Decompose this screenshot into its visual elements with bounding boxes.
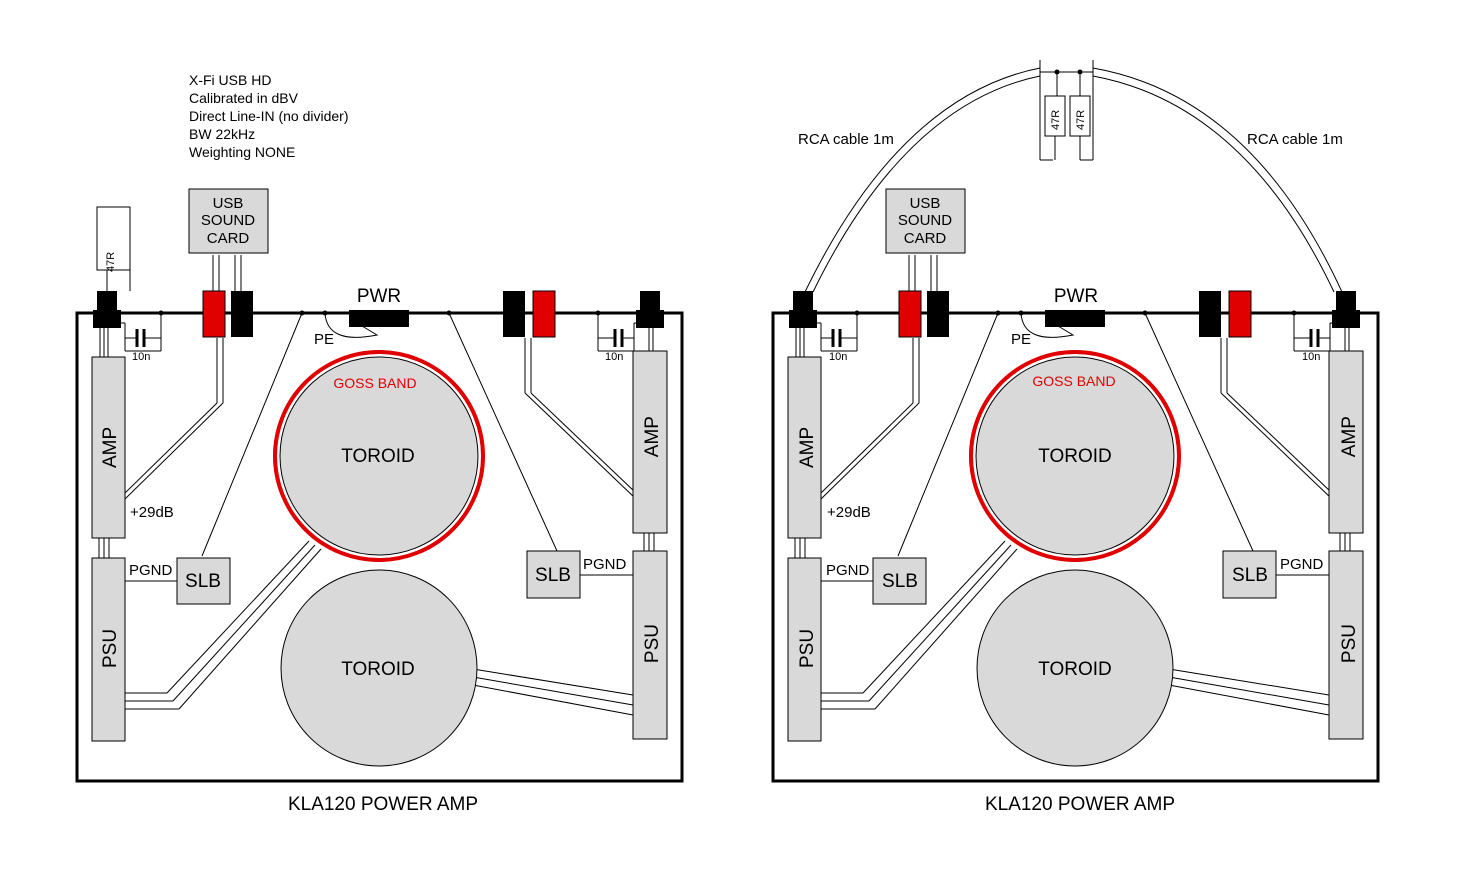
resistor-47r	[96, 206, 131, 271]
note-line-3: Direct Line-IN (no divider)	[189, 108, 349, 124]
goss-band-label: GOSS BAND	[333, 375, 416, 391]
amp-label-right: AMP	[642, 416, 663, 457]
amp-label-right-2: AMP	[1339, 416, 1360, 457]
usb-label-line-1: USB	[213, 195, 244, 212]
pgnd-label-left-2: PGND	[826, 562, 870, 579]
cap-label-right-2: 10n	[1302, 351, 1320, 363]
toroid-top-label: TOROID	[341, 446, 415, 467]
resistor-label-b: 47R	[1075, 110, 1087, 130]
usb-sound-card-left	[188, 188, 269, 254]
usb-label-line-2: SOUND	[201, 212, 255, 229]
cap-label-left: 10n	[132, 351, 150, 363]
resistor-label: 47R	[105, 252, 117, 272]
rca-label-left: RCA cable 1m	[798, 131, 894, 148]
title-left: KLA120 POWER AMP	[288, 794, 478, 815]
usb-label-line-3-right: CARD	[904, 230, 947, 247]
gain-label: +29dB	[130, 504, 174, 521]
slb-label-left: SLB	[185, 571, 221, 592]
psu-label-right-2: PSU	[1339, 624, 1360, 663]
usb-sound-card-right	[885, 188, 966, 254]
pgnd-label-right-2: PGND	[1280, 556, 1324, 573]
amp-label-left: AMP	[100, 427, 121, 468]
slb-label-right: SLB	[535, 565, 571, 586]
title-right: KLA120 POWER AMP	[985, 794, 1175, 815]
toroid-top-label-right: TOROID	[1038, 446, 1112, 467]
usb-label-line-1-right: USB	[910, 195, 941, 212]
psu-label-left-2: PSU	[797, 629, 818, 668]
pwr-label: PWR	[357, 286, 401, 307]
note-line-5: Weighting NONE	[189, 144, 295, 160]
toroid-bottom-label-right: TOROID	[1038, 659, 1112, 680]
slb-label-right-2: SLB	[1232, 565, 1268, 586]
rca-cable-loop	[804, 60, 1343, 293]
pe-label: PE	[314, 331, 334, 348]
pgnd-label-left: PGND	[129, 562, 173, 579]
goss-band-label-right: GOSS BAND	[1032, 373, 1115, 389]
pwr-label-right: PWR	[1054, 286, 1098, 307]
resistor-label-a: 47R	[1050, 110, 1062, 130]
note-line-2: Calibrated in dBV	[189, 90, 299, 106]
rca-label-right: RCA cable 1m	[1247, 131, 1343, 148]
usb-label-line-3: CARD	[207, 230, 250, 247]
usb-label-line-2-right: SOUND	[898, 212, 952, 229]
gain-label-right: +29dB	[827, 504, 871, 521]
pgnd-label-right: PGND	[583, 556, 627, 573]
amp-unit-left	[75, 206, 684, 783]
note-line-4: BW 22kHz	[189, 126, 255, 142]
psu-label-left: PSU	[100, 629, 121, 668]
psu-label-right: PSU	[642, 624, 663, 663]
cap-label-left-2: 10n	[829, 351, 847, 363]
slb-label-left-2: SLB	[882, 571, 918, 592]
toroid-bottom-label: TOROID	[341, 659, 415, 680]
cap-label-right: 10n	[605, 351, 623, 363]
amp-unit-right	[771, 255, 1380, 783]
note-line-1: X-Fi USB HD	[189, 72, 271, 88]
pe-label-right: PE	[1011, 331, 1031, 348]
amp-label-left-2: AMP	[797, 427, 818, 468]
